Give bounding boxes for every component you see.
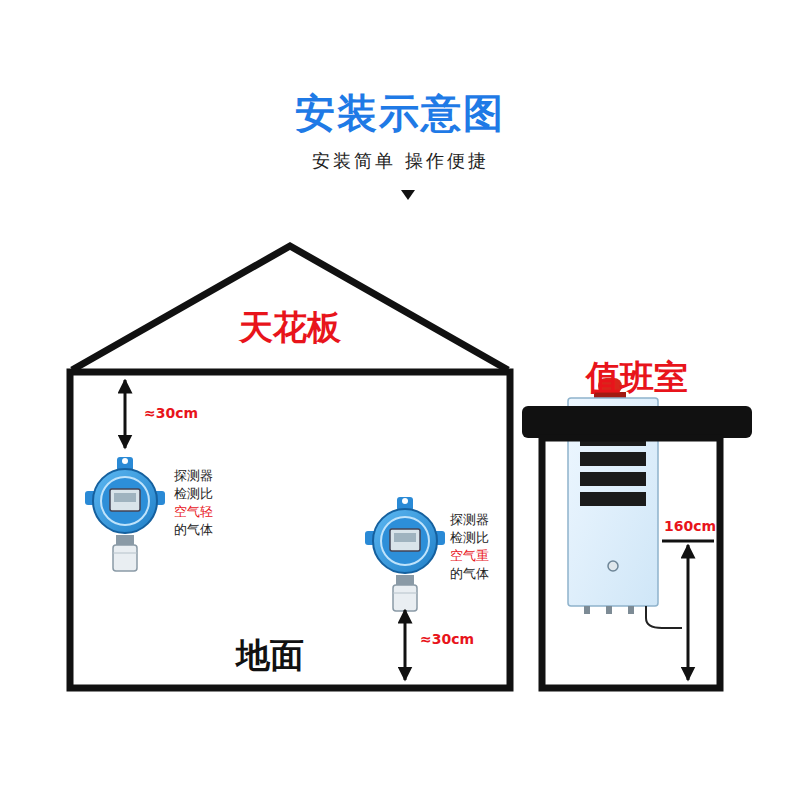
- pointer-triangle: [401, 190, 415, 200]
- note-line: 探测器: [174, 468, 213, 484]
- note-line: 空气轻: [174, 504, 213, 520]
- house-outline: 天花板地面: [58, 236, 522, 696]
- gas-detector: [85, 457, 165, 571]
- dimension-arrow: [687, 545, 690, 680]
- dimension-line: [662, 540, 714, 543]
- dimension: 160cm: [664, 518, 716, 536]
- note-line: 的气体: [450, 566, 489, 582]
- note-line: 探测器: [450, 512, 489, 528]
- note-line: 检测比: [450, 530, 489, 546]
- duty-room: 值班室: [518, 356, 756, 696]
- outline: [58, 236, 522, 696]
- floor-label: 地面: [236, 634, 304, 677]
- diagram-title: 安装示意图: [295, 88, 505, 138]
- note-line: 检测比: [174, 486, 213, 502]
- dimension-arrow: [124, 380, 127, 448]
- dimension-arrow: [404, 610, 407, 680]
- subtitle: 安装简单 操作便捷: [312, 150, 489, 173]
- dimension: ≈30cm: [420, 631, 474, 649]
- dimension: ≈30cm: [144, 405, 198, 423]
- note-line: 的气体: [174, 522, 213, 538]
- gas-detector: [365, 497, 445, 611]
- note-line: 空气重: [450, 548, 489, 564]
- room-label: 值班室: [586, 356, 688, 399]
- ceiling-label: 天花板: [239, 306, 341, 349]
- outline: [518, 356, 756, 696]
